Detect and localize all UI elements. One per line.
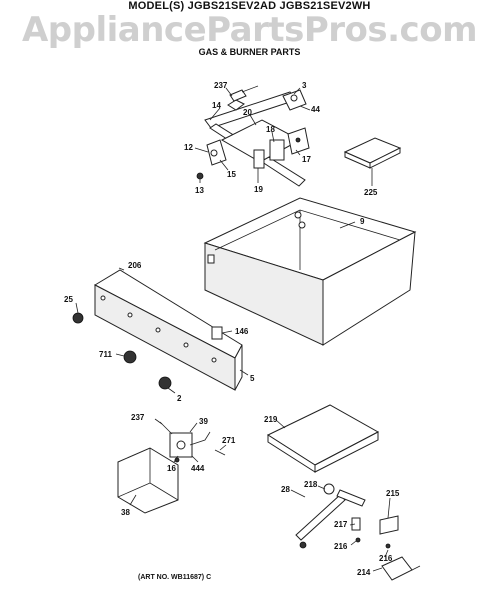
label-19: 19 bbox=[254, 185, 263, 194]
label-2: 2 bbox=[177, 394, 182, 403]
label-16: 16 bbox=[167, 464, 176, 473]
label-237-bottom: 237 bbox=[131, 413, 145, 422]
label-216-right: 216 bbox=[379, 554, 393, 563]
art-number: (ART NO. WB11687) C bbox=[138, 574, 212, 581]
label-3: 3 bbox=[302, 81, 307, 90]
label-215: 215 bbox=[386, 489, 400, 498]
label-225: 225 bbox=[364, 188, 378, 197]
label-214: 214 bbox=[357, 568, 371, 577]
label-9: 9 bbox=[360, 217, 365, 226]
label-38: 38 bbox=[121, 508, 130, 517]
label-44: 44 bbox=[311, 105, 320, 114]
label-12: 12 bbox=[184, 143, 193, 152]
label-15: 15 bbox=[227, 170, 236, 179]
manifold-assembly bbox=[196, 85, 310, 187]
label-271: 271 bbox=[222, 436, 236, 445]
burner-box-9 bbox=[203, 197, 417, 346]
label-219: 219 bbox=[264, 415, 278, 424]
burner-plate-225 bbox=[343, 137, 402, 169]
label-206: 206 bbox=[128, 261, 142, 270]
plate-219 bbox=[266, 404, 380, 473]
section-title: GAS & BURNER PARTS bbox=[198, 47, 301, 57]
model-title: MODEL(S) JGBS21SEV2AD JGBS21SEV2WH bbox=[128, 0, 371, 12]
label-25: 25 bbox=[64, 295, 73, 304]
label-711: 711 bbox=[99, 350, 112, 359]
valve-assembly-lower-left bbox=[117, 421, 226, 514]
label-39: 39 bbox=[199, 417, 208, 426]
manifold-panel-206 bbox=[72, 269, 243, 391]
label-5: 5 bbox=[250, 374, 255, 383]
tube-assembly-lower-right bbox=[295, 483, 421, 581]
leader-lines bbox=[75, 87, 391, 572]
label-218: 218 bbox=[304, 480, 318, 489]
label-18: 18 bbox=[266, 125, 275, 134]
label-14: 14 bbox=[212, 101, 221, 110]
watermark: AppliancePartsPros.com bbox=[21, 10, 478, 50]
label-13: 13 bbox=[195, 186, 204, 195]
label-217: 217 bbox=[334, 520, 348, 529]
label-237-top: 237 bbox=[214, 81, 228, 90]
label-17: 17 bbox=[302, 155, 311, 164]
label-216-left: 216 bbox=[334, 542, 348, 551]
label-146: 146 bbox=[235, 327, 249, 336]
label-28: 28 bbox=[281, 485, 290, 494]
label-444: 444 bbox=[191, 464, 205, 473]
label-20: 20 bbox=[243, 108, 252, 117]
